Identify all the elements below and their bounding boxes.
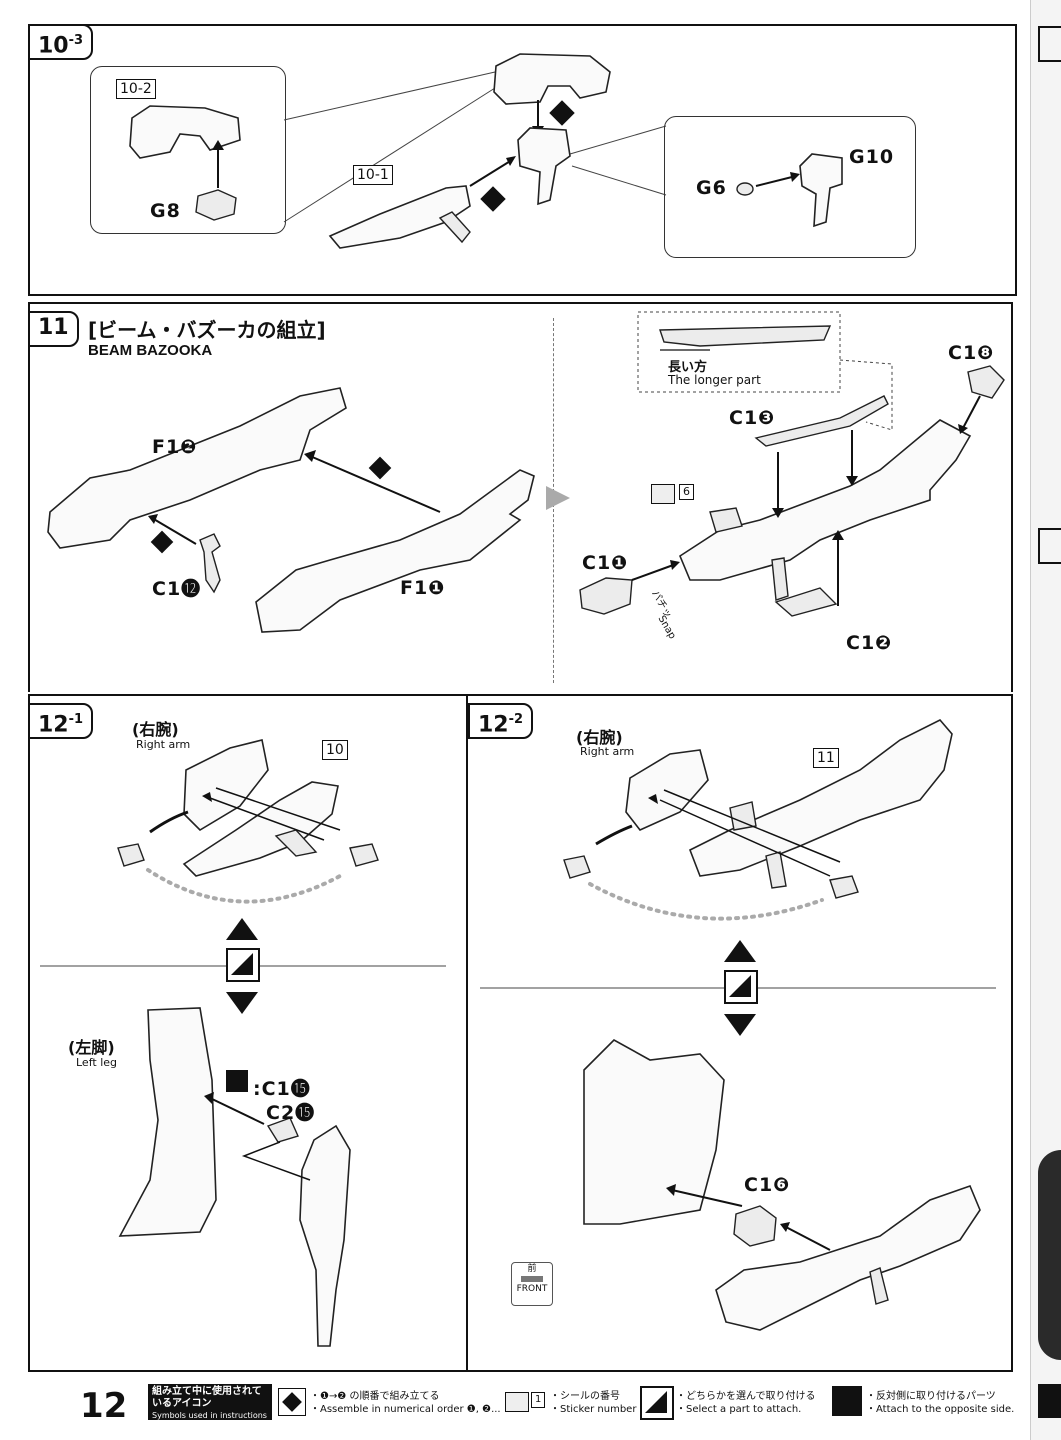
opposite-legend: ・反対側に取り付けるパーツ ・Attach to the opposite si… — [866, 1390, 1014, 1416]
order-icon — [278, 1388, 306, 1416]
divider-12 — [28, 694, 1013, 696]
select-icon-12-1 — [226, 948, 260, 982]
page-number: 12 — [80, 1386, 128, 1426]
step-10-3-tag: 10-3 — [28, 24, 94, 60]
footer-select-icon — [640, 1386, 674, 1420]
part-label-G10: G10 — [849, 146, 895, 168]
order-jp: ・❶→❷ の順番で組み立てる — [310, 1391, 440, 1402]
step-12-right-border — [1011, 694, 1013, 1370]
select-jp: ・どちらかを選んで取り付ける — [676, 1391, 816, 1402]
front-jp: 前 — [527, 1264, 537, 1274]
symbols-en: Symbols used in instructions — [152, 1411, 267, 1420]
ref-10-2: 10-2 — [116, 79, 156, 99]
detail-box-g10 — [664, 116, 916, 258]
left-leg-jp: (左脚) — [68, 1038, 115, 1057]
opposite-side-icon-12-1 — [226, 1070, 248, 1092]
order-legend: ・❶→❷ の順番で組み立てる ・Assemble in numerical or… — [310, 1390, 501, 1416]
footer-sticker-number: 1 — [531, 1392, 546, 1408]
sticker-jp: ・シールの番号 — [550, 1391, 620, 1402]
right-arm-en-2: Right arm — [580, 745, 635, 758]
step-12-2-illustration — [480, 719, 996, 1331]
right-arm-jp-2: (右腕) — [576, 728, 623, 747]
sticker-icon — [651, 484, 675, 504]
opposite-en: ・Attach to the opposite side. — [866, 1404, 1015, 1415]
opposite-jp: ・反対側に取り付けるパーツ — [866, 1391, 996, 1402]
part-label-F1-2: F1❷ — [152, 436, 198, 458]
front-en: FRONT — [516, 1284, 548, 1294]
ref-10-1: 10-1 — [353, 165, 393, 185]
divider-footer — [28, 1370, 1013, 1372]
footer-opposite-icon — [832, 1386, 862, 1416]
step-11-illustration — [47, 311, 1005, 633]
next-page-footer-box — [1038, 1384, 1061, 1418]
order-en: ・Assemble in numerical order ❶, ❷... — [310, 1404, 501, 1415]
step-12-2-tag: 12-2 — [468, 703, 534, 739]
part-label-G6: G6 — [696, 177, 727, 199]
sticker-legend: ・シールの番号 ・Sticker number — [550, 1390, 636, 1416]
left-leg-en: Left leg — [76, 1056, 117, 1069]
select-en: ・Select a part to attach. — [676, 1404, 802, 1415]
step-12-1-tag: 12-1 — [28, 703, 94, 739]
front-arrow-icon — [521, 1276, 543, 1282]
sticker-en: ・Sticker number — [550, 1404, 637, 1415]
step-11-title-jp: [ビーム・バズーカの組立] — [88, 318, 326, 342]
step-11-left-border — [28, 302, 30, 692]
part-label-C1-15: :C1⓯ — [253, 1078, 311, 1100]
part-label-C1-2: C1❷ — [846, 632, 893, 654]
step-10-3-illustration — [129, 53, 843, 249]
right-arm-jp-1: (右腕) — [132, 720, 179, 739]
symbols-jp: 組み立て中に使用されているアイコン — [152, 1386, 262, 1409]
front-badge: 前 FRONT — [511, 1262, 553, 1306]
next-page-tag-mid — [1038, 528, 1061, 564]
part-label-C2-15: C2⓯ — [266, 1102, 316, 1124]
step-11-title-en: BEAM BAZOOKA — [88, 342, 213, 359]
next-page-tag-top — [1038, 26, 1061, 62]
step-12-1-illustration — [40, 739, 446, 1347]
step-10-3-frame — [28, 24, 1017, 296]
ref-11: 11 — [813, 748, 839, 768]
step-11-tag: 11 — [28, 311, 79, 347]
divider-11 — [28, 302, 1013, 304]
part-label-F1-1: F1❶ — [400, 577, 446, 599]
next-page-dark-part — [1038, 1150, 1061, 1360]
part-label-C1-8: C1❽ — [948, 342, 995, 364]
step-12-left-border — [28, 694, 30, 1370]
step-12-mid-border — [466, 694, 468, 1370]
footer-sticker-icon — [505, 1392, 529, 1412]
select-legend: ・どちらかを選んで取り付ける ・Select a part to attach. — [676, 1390, 816, 1416]
longer-part-en: The longer part — [668, 373, 761, 387]
sticker-number-6: 6 — [679, 484, 694, 500]
ref-10: 10 — [322, 740, 348, 760]
select-icon-12-2 — [724, 970, 758, 1004]
part-label-C1-1: C1❶ — [582, 552, 629, 574]
part-label-C1-12: C1⓬ — [152, 578, 202, 600]
right-arm-en-1: Right arm — [136, 738, 191, 751]
detail-box-10-2 — [90, 66, 286, 234]
longer-part-jp: 長い方 — [668, 360, 708, 375]
step-11-right-border — [1011, 302, 1013, 692]
part-label-C1-3: C1❸ — [729, 407, 776, 429]
part-label-C1-6: C1❻ — [744, 1174, 791, 1196]
part-label-G8: G8 — [150, 200, 181, 222]
symbols-legend-title: 組み立て中に使用されているアイコン Symbols used in instru… — [148, 1384, 272, 1420]
